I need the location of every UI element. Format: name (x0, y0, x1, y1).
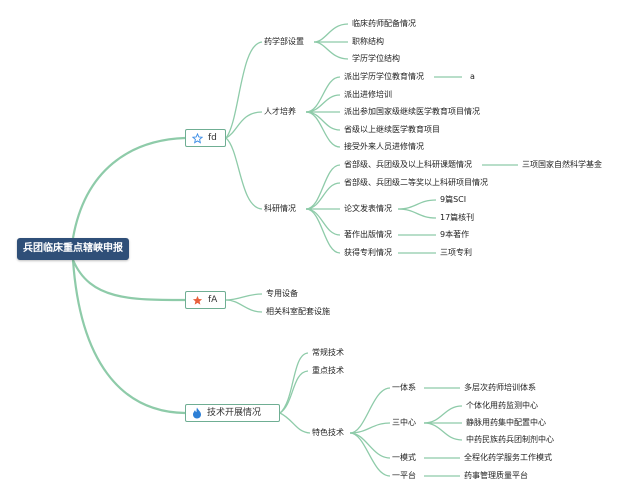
group-research[interactable]: 科研情况 (264, 204, 296, 213)
item-title-structure[interactable]: 职称结构 (352, 37, 384, 46)
edge-b2-0 (225, 293, 263, 301)
edge-b3-0 (279, 352, 309, 414)
branch-tech-label: 技术开展情况 (207, 407, 262, 418)
group-talent-training[interactable]: 人才培养 (264, 107, 296, 116)
item-advanced-training[interactable]: 派出进修培训 (344, 90, 392, 99)
star-outline-icon (192, 132, 203, 144)
edge-g2-1 (305, 94, 341, 113)
edge-g3-4 (305, 208, 341, 254)
edge-b1-g2 (225, 111, 263, 139)
leaf-iv-center[interactable]: 静脉用药集中配置中心 (466, 418, 546, 427)
leaf-nsfc[interactable]: 三项国家自然科学基金 (522, 160, 602, 169)
root-topic[interactable]: 兵团临床重点辖峡申报 (17, 238, 129, 260)
leaf-service-model[interactable]: 全程化药学服务工作模式 (464, 453, 552, 462)
item-three-centers[interactable]: 三中心 (392, 418, 416, 427)
edge-papers-1 (397, 208, 437, 219)
item-books[interactable]: 著作出版情况 (344, 230, 392, 239)
item-key-tech[interactable]: 重点技术 (312, 366, 344, 375)
item-special-equipment[interactable]: 专用设备 (266, 289, 298, 298)
branch-fa[interactable]: fA (185, 291, 226, 309)
edge-b3-2 (279, 412, 311, 434)
edge-b1-g3 (225, 137, 263, 210)
leaf-sci[interactable]: 9篇SCI (440, 195, 467, 204)
item-one-system[interactable]: 一体系 (392, 383, 416, 392)
item-routine-tech[interactable]: 常规技术 (312, 348, 344, 357)
leaf-a[interactable]: a (470, 72, 475, 81)
edge-b3-1 (279, 370, 309, 414)
branch-fd[interactable]: fd (185, 129, 226, 147)
item-patents[interactable]: 获得专利情况 (344, 248, 392, 257)
item-supporting-facilities[interactable]: 相关科室配套设施 (266, 307, 330, 316)
branch-tech[interactable]: 技术开展情况 (185, 404, 280, 422)
fire-icon (192, 407, 202, 419)
edge-g3-0 (305, 164, 341, 210)
leaf-patents[interactable]: 三项专利 (440, 248, 472, 257)
edge-g2-3 (305, 111, 341, 131)
edge-sp-0 (349, 387, 391, 434)
leaf-books[interactable]: 9本著作 (440, 230, 470, 239)
edge-g2-0 (305, 76, 341, 113)
leaf-tcm-center[interactable]: 中药民族药兵团制剂中心 (466, 435, 554, 444)
item-research-awards[interactable]: 省部级、兵团级二等奖以上科研项目情况 (344, 178, 488, 187)
edge-sp-2 (349, 432, 391, 459)
item-special-tech[interactable]: 特色技术 (312, 428, 344, 437)
item-national-cme[interactable]: 派出参加国家级继续医学教育项目情况 (344, 107, 480, 116)
edge-b1-g1 (225, 41, 263, 139)
edge-g2-4 (305, 111, 341, 148)
item-papers[interactable]: 论文发表情况 (344, 204, 392, 213)
branch-fd-label: fd (208, 132, 217, 143)
edge-sp-1 (349, 422, 391, 434)
edge-papers-0 (397, 199, 437, 210)
item-clinical-pharmacist[interactable]: 临床药师配备情况 (352, 19, 416, 28)
item-research-projects[interactable]: 省部级、兵团级及以上科研课题情况 (344, 160, 472, 169)
item-degree-education[interactable]: 派出学历学位教育情况 (344, 72, 424, 81)
star-filled-icon (192, 295, 203, 306)
edge-sp-3 (349, 432, 391, 477)
leaf-core-journals[interactable]: 17篇核刊 (440, 213, 475, 222)
item-degree-structure[interactable]: 学历学位结构 (352, 54, 400, 63)
item-one-model[interactable]: 一模式 (392, 453, 416, 462)
edge-g1-0 (313, 23, 349, 43)
leaf-quality-platform[interactable]: 药事管理质量平台 (464, 471, 528, 480)
edge-root-b2 (71, 259, 186, 302)
branch-fa-label: fA (208, 294, 218, 305)
edge-root-b1 (71, 136, 186, 239)
leaf-training-system[interactable]: 多层次药师培训体系 (464, 383, 536, 392)
edge-g1-2 (313, 41, 349, 60)
item-external-trainees[interactable]: 接受外来人员进修情况 (344, 142, 424, 151)
edge-root-b3 (71, 259, 186, 415)
edge-b2-1 (225, 299, 263, 313)
item-provincial-cme[interactable]: 省级以上继续医学教育项目 (344, 125, 440, 134)
edge-sz-0 (423, 405, 463, 424)
edge-sz-2 (423, 422, 463, 441)
group-pharmacy-setup[interactable]: 药学部设置 (264, 37, 304, 46)
edge-g3-1 (305, 182, 341, 210)
item-one-platform[interactable]: 一平台 (392, 471, 416, 480)
leaf-tdm-center[interactable]: 个体化用药监测中心 (466, 401, 538, 410)
